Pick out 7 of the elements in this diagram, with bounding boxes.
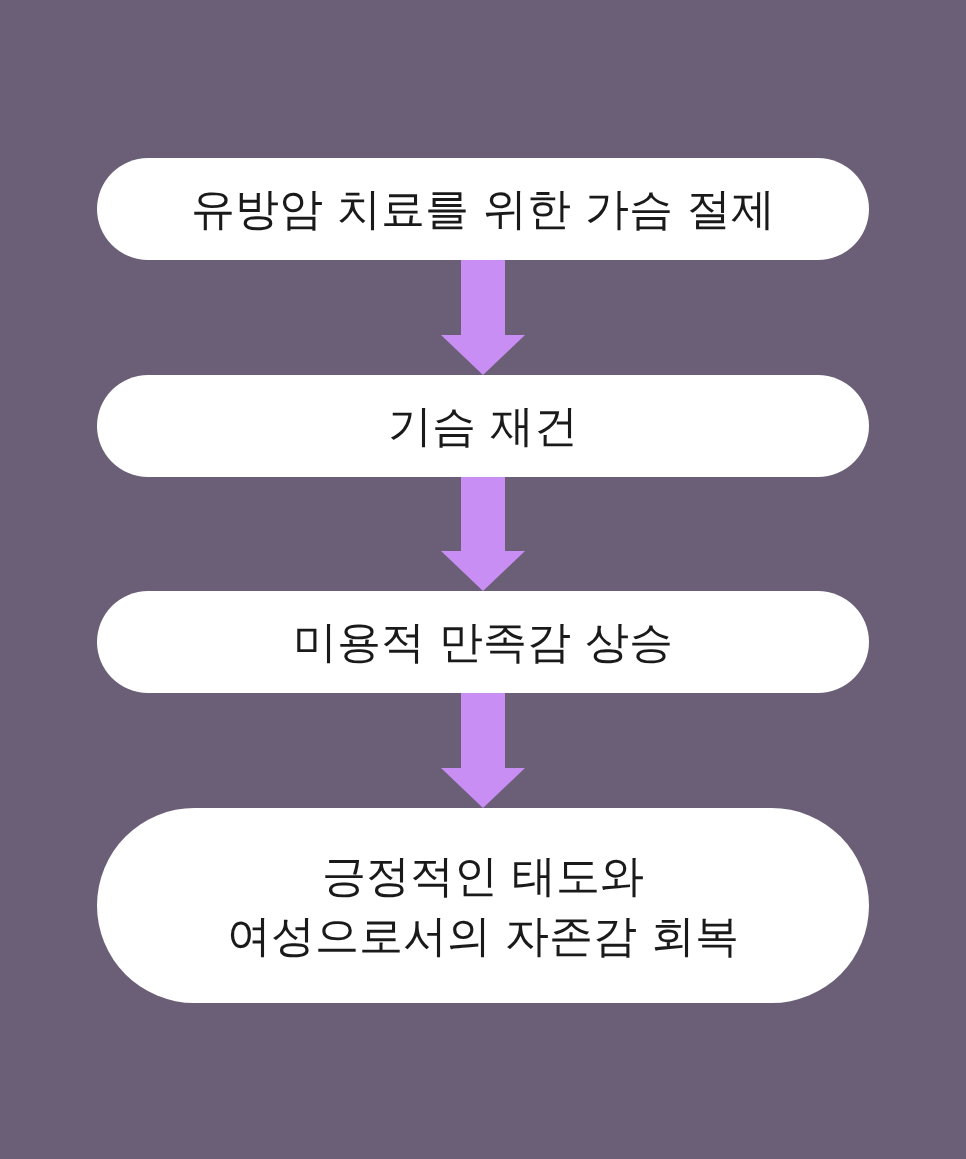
arrow	[441, 477, 525, 591]
step-text: 미용적 만족감 상승	[293, 615, 673, 670]
step-text: 유방암 치료를 위한 가슴 절제	[191, 182, 775, 237]
arrow	[441, 260, 525, 375]
step-text: 기슴 재건	[388, 399, 578, 454]
arrow	[441, 693, 525, 808]
step-text: 긍정적인 태도와 여성으로서의 자존감 회복	[226, 849, 740, 963]
